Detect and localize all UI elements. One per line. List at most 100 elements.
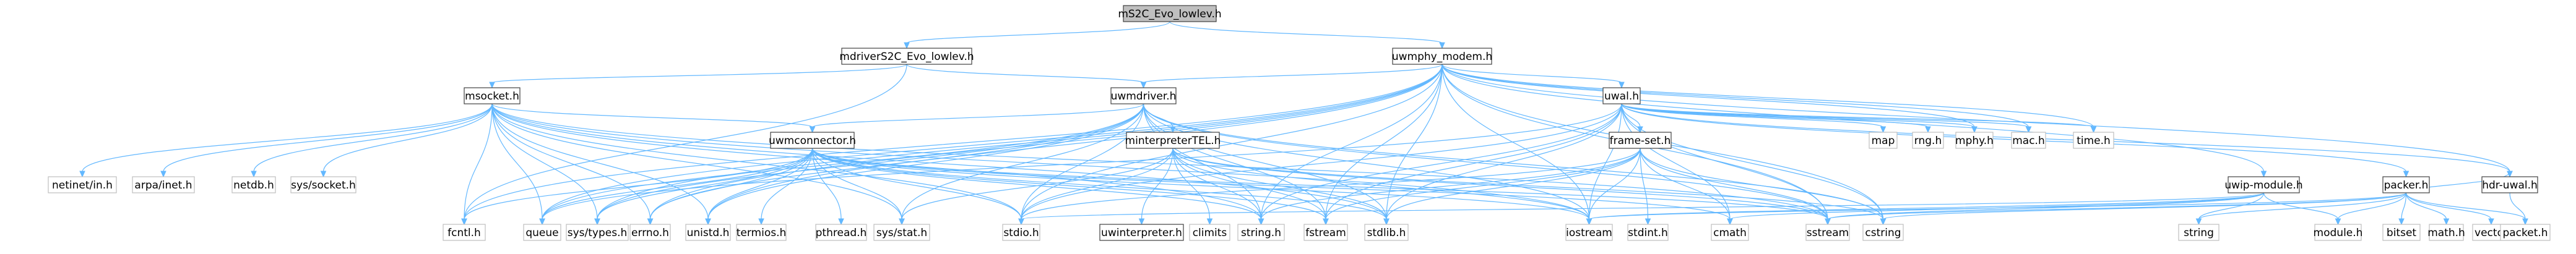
node-label-uwipmodule: uwip-module.h [2224, 179, 2302, 192]
edge-packer-to-moduleh [2337, 192, 2407, 220]
node-box-cmath [1711, 224, 1749, 241]
node-label-netinet: netinet/in.h [52, 179, 113, 192]
node-box-termios [736, 224, 787, 241]
node-label-mac: mac.h [2012, 135, 2045, 147]
node-label-hdruwal: hdr-uwal.h [2482, 179, 2538, 192]
edge-msocket-to-netdb [253, 103, 493, 172]
edge-uwmconnector-to-iostream [811, 148, 1590, 220]
edge-frameset-to-stdio [1021, 148, 1641, 220]
edge-arrowhead-frameset-to-stringh [1258, 218, 1264, 226]
edge-arrowhead-frameset-to-fstream [1323, 218, 1329, 226]
node-label-netdb: netdb.h [233, 179, 274, 192]
node-iostream: iostream [1565, 224, 1613, 241]
edge-arrowhead-uwmconnector-to-termios [758, 218, 764, 226]
node-msocket[interactable]: msocket.h [464, 87, 521, 104]
node-uwmdriver[interactable]: uwmdriver.h [1110, 87, 1177, 104]
edge-arrowhead-uwmconnector-to-errno [647, 218, 654, 226]
edge-uwal-to-timeh [1621, 103, 2094, 128]
node-mdriver[interactable]: mdriverS2C_Evo_lowlev.h [839, 48, 974, 65]
node-box-packer [2382, 176, 2430, 193]
edge-arrowhead-uwmphy-to-uwal [1619, 82, 1625, 89]
edge-uwmdriver-to-sysstat [901, 103, 1144, 220]
node-uwmconnector[interactable]: uwmconnector.h [769, 132, 856, 149]
edge-uwmconnector-to-queue [542, 148, 813, 220]
node-label-rng: rng.h [1914, 135, 1942, 147]
edge-uwal-to-map [1621, 103, 1884, 128]
edge-root-to-mdriver [906, 21, 1170, 44]
node-box-sysstat [873, 224, 930, 241]
edge-mdriver-to-uwmdriver [906, 64, 1144, 83]
edge-uwmconnector-to-unistd [707, 148, 813, 220]
node-hdruwal[interactable]: hdr-uwal.h [2481, 176, 2538, 193]
node-box-timeh [2073, 132, 2114, 149]
edge-frameset-to-stdint [1640, 148, 1649, 220]
edge-arrowhead-uwal-to-mac [2025, 126, 2032, 133]
edge-arrowhead-uwmdriver-to-minterpreter [1170, 126, 1176, 133]
node-root[interactable]: mS2C_Evo_lowlev.h [1118, 5, 1222, 22]
node-minterpreter[interactable]: minterpreterTEL.h [1125, 132, 1221, 149]
edge-frameset-to-fstream [1325, 148, 1641, 220]
edge-minterpreter-to-climits [1172, 148, 1211, 220]
node-label-errno: errno.h [631, 227, 669, 239]
edge-arrowhead-hdruwal-to-packeth [2522, 218, 2528, 226]
node-box-uwmdriver [1110, 87, 1177, 104]
edge-arrowhead-uwal-to-mphy [1971, 126, 1977, 133]
node-mphy: mphy.h [1955, 132, 1994, 149]
node-label-pthread: pthread.h [816, 227, 867, 239]
edge-arrowhead-uwmconnector-to-systypes [594, 218, 600, 226]
node-mathh: math.h [2427, 224, 2465, 241]
edge-arrowhead-msocket-to-syssocket [320, 171, 327, 178]
node-label-vector: vector [2474, 227, 2508, 239]
node-sstream: sstream [1805, 224, 1850, 241]
node-box-uwmphy [1392, 48, 1492, 65]
edge-uwal-to-sstream [1621, 103, 1828, 220]
edge-uwal-to-hdruwal [1621, 103, 2510, 172]
node-box-rng [1912, 132, 1944, 149]
node-box-arpa [132, 176, 195, 193]
node-fcntl: fcntl.h [443, 224, 486, 241]
node-box-netdb [231, 176, 276, 193]
edge-minterpreter-to-iostream [1172, 148, 1590, 220]
edge-uwal-to-stdlib [1386, 103, 1622, 220]
edge-uwmdriver-to-unistd [707, 103, 1144, 220]
edge-uwipmodule-to-iostream [1588, 192, 2265, 220]
node-packer[interactable]: packer.h [2382, 176, 2430, 193]
edge-arrowhead-root-to-mdriver [904, 42, 910, 49]
node-label-uwmconnector: uwmconnector.h [769, 135, 856, 147]
node-label-moduleh: module.h [2314, 227, 2363, 239]
edge-uwmphy-to-unistd [707, 64, 1443, 220]
node-stdio: stdio.h [1002, 224, 1040, 241]
node-box-climits [1189, 224, 1230, 241]
edge-uwmconnector-to-stdio [811, 148, 1022, 220]
node-uwal[interactable]: uwal.h [1602, 87, 1641, 104]
edge-arrowhead-packer-to-hdruwal [2507, 171, 2513, 178]
node-label-sstream: sstream [1807, 227, 1849, 239]
edge-msocket-to-syssocket [322, 103, 493, 172]
node-label-mdriver: mdriverS2C_Evo_lowlev.h [839, 51, 974, 63]
edge-packer-to-iostream [1588, 192, 2407, 220]
node-label-cmath: cmath [1713, 227, 1747, 239]
edge-uwmdriver-to-stdlib [1143, 103, 1387, 220]
node-uwipmodule[interactable]: uwip-module.h [2224, 176, 2303, 193]
node-uwinterpreter[interactable]: uwinterpreter.h [1099, 224, 1184, 241]
edge-packer-to-cstring [1882, 192, 2407, 220]
node-label-sysstat: sys/stat.h [876, 227, 927, 239]
node-uwmphy[interactable]: uwmphy_modem.h [1392, 48, 1492, 65]
node-netdb: netdb.h [231, 176, 276, 193]
edge-frameset-to-cmath [1640, 148, 1731, 220]
edge-uwal-to-stdio [1021, 103, 1622, 220]
edge-arrowhead-packer-to-cstring [1880, 218, 1887, 226]
node-arpa: arpa/inet.h [132, 176, 195, 193]
edge-uwmdriver-to-sstream [1143, 103, 1828, 220]
node-box-cstring [1862, 224, 1904, 241]
edge-msocket-to-sysstat [491, 103, 902, 220]
node-label-msocket: msocket.h [465, 90, 519, 103]
node-frameset[interactable]: frame-set.h [1609, 132, 1672, 149]
node-moduleh: module.h [2314, 224, 2363, 241]
edge-frameset-to-stringh [1260, 148, 1641, 220]
edge-uwmphy-to-timeh [1441, 64, 2094, 128]
node-label-uwal: uwal.h [1604, 90, 1639, 103]
node-label-mphy: mphy.h [1955, 135, 1994, 147]
edge-mdriver-to-msocket [491, 64, 907, 83]
edge-frameset-to-cstring [1640, 148, 1884, 220]
